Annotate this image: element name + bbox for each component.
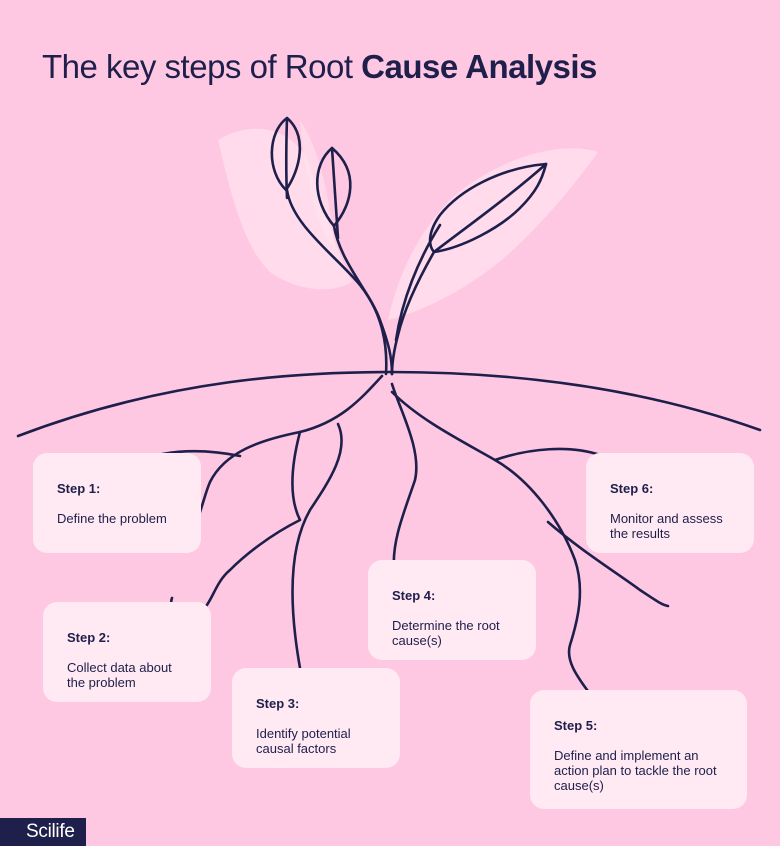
step-5-label: Step 5: <box>554 718 598 733</box>
step-2-label: Step 2: <box>67 630 111 645</box>
ground-line <box>16 370 762 438</box>
step-5-card: Step 5: Define and implement an action p… <box>530 690 747 809</box>
step-1-card: Step 1: Define the problem <box>33 453 201 553</box>
step-4-card: Step 4: Determine the root cause(s) <box>368 560 536 660</box>
step-6-label: Step 6: <box>610 481 654 496</box>
root-step-4 <box>390 382 418 570</box>
background-leaf-right <box>388 148 598 320</box>
page-title: The key steps of Root Cause Analysis <box>42 48 597 86</box>
step-4-text: Determine the root cause(s) <box>392 618 500 648</box>
step-6-card: Step 6: Monitor and assess the results <box>586 453 754 553</box>
root-step-5 <box>390 390 592 696</box>
root-step-3 <box>291 422 343 670</box>
step-1-text: Define the problem <box>57 511 167 526</box>
step-4-label: Step 4: <box>392 588 436 603</box>
step-1-label: Step 1: <box>57 481 101 496</box>
step-5-text: Define and implement an action plan to t… <box>554 748 717 793</box>
background-leaf-left <box>218 128 352 290</box>
step-3-label: Step 3: <box>256 696 300 711</box>
title-bold: Cause Analysis <box>361 48 597 85</box>
root-step-1 <box>168 374 384 550</box>
step-3-card: Step 3: Identify potential causal factor… <box>232 668 400 768</box>
step-2-text: Collect data about the problem <box>67 660 172 690</box>
step-2-card: Step 2: Collect data about the problem <box>43 602 211 702</box>
step-6-text: Monitor and assess the results <box>610 511 723 541</box>
title-regular: The key steps of Root <box>42 48 362 85</box>
stem-mid <box>332 224 394 376</box>
step-3-text: Identify potential causal factors <box>256 726 351 756</box>
scilife-logo: Scilife <box>0 818 86 846</box>
